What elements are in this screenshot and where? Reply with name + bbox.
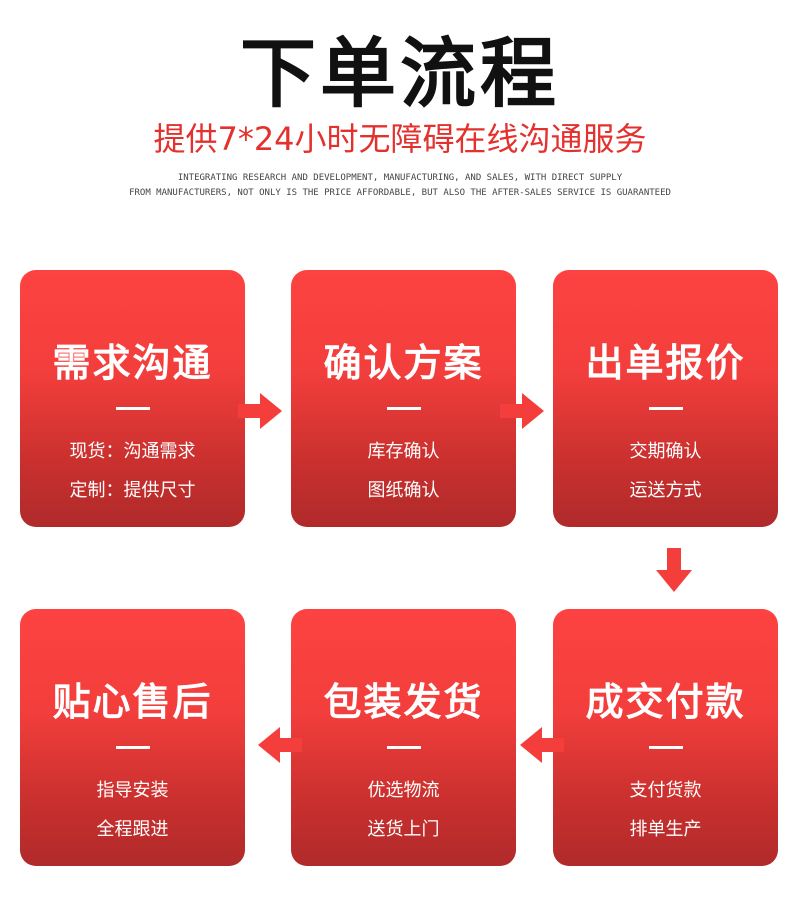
arrow-left-icon [520, 727, 564, 763]
divider [648, 746, 683, 749]
step-line: 图纸确认 [367, 480, 440, 501]
divider [386, 407, 421, 410]
step-line: 现货：沟通需求 [69, 441, 196, 462]
arrow-left-icon [258, 727, 302, 763]
step-line: 定制：提供尺寸 [69, 480, 196, 501]
english-line-2: FROM MANUFACTURERS, NOT ONLY IS THE PRIC… [129, 188, 671, 198]
step-line: 支付货款 [629, 780, 702, 801]
page-title: 下单流程 [240, 29, 560, 118]
step-line: 库存确认 [367, 441, 440, 462]
step-line: 送货上门 [367, 819, 440, 840]
step-line: 运送方式 [629, 480, 702, 501]
step-line: 交期确认 [629, 441, 702, 462]
divider [115, 407, 150, 410]
arrow-right-icon [500, 393, 544, 429]
step-card-3: 出单报价 交期确认运送方式 [553, 270, 778, 527]
english-line-1: INTEGRATING RESEARCH AND DEVELOPMENT, MA… [177, 173, 623, 183]
arrow-right-icon [238, 393, 282, 429]
divider [115, 746, 150, 749]
step-line: 排单生产 [629, 819, 702, 840]
step-title: 包装发货 [323, 680, 484, 724]
step-title: 成交付款 [585, 680, 746, 724]
divider [648, 407, 683, 410]
step-card-5: 包装发货 优选物流送货上门 [291, 609, 516, 866]
step-card-2: 确认方案 库存确认图纸确认 [291, 270, 516, 527]
step-line: 全程跟进 [96, 819, 169, 840]
step-line: 指导安装 [96, 780, 169, 801]
step-title: 贴心售后 [52, 680, 213, 724]
step-title: 出单报价 [585, 341, 746, 385]
arrow-down-icon [656, 548, 692, 592]
step-line: 优选物流 [367, 780, 440, 801]
step-card-4: 成交付款 支付货款排单生产 [553, 609, 778, 866]
step-title: 需求沟通 [52, 341, 213, 385]
divider [386, 746, 421, 749]
subtitle: 提供7*24小时无障碍在线沟通服务 [153, 120, 647, 158]
step-card-1: 需求沟通 现货：沟通需求定制：提供尺寸 [20, 270, 245, 527]
step-title: 确认方案 [323, 341, 484, 385]
step-card-6: 贴心售后 指导安装全程跟进 [20, 609, 245, 866]
